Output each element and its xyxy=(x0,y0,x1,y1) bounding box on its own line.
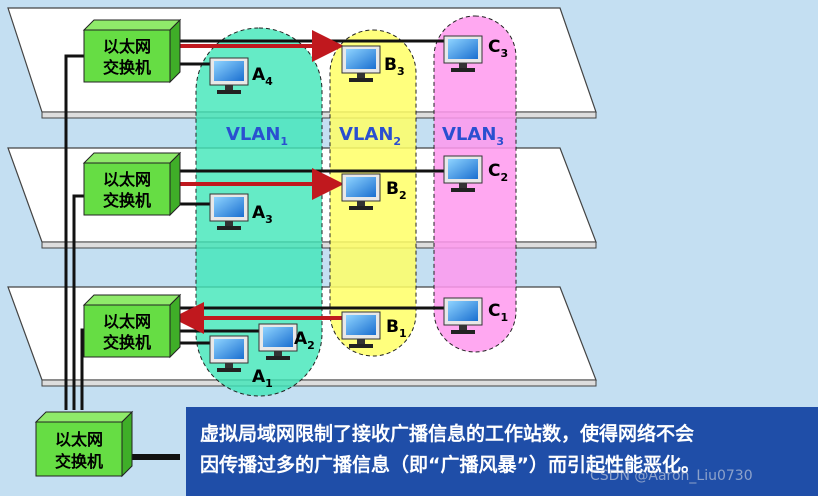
switch-floor2: 以太网 交换机 xyxy=(82,151,182,217)
host-a3: A3 xyxy=(209,193,273,231)
vlan2-label: VLAN2 xyxy=(339,124,401,148)
svg-text:交换机: 交换机 xyxy=(55,452,103,471)
svg-text:B3: B3 xyxy=(384,55,405,78)
host-c2: C2 xyxy=(443,155,508,193)
vlan3-region xyxy=(433,15,517,353)
caption-box: 虚拟局域网限制了接收广播信息的工作站数，使得网络不会 因传播过多的广播信息（即“… xyxy=(186,407,818,496)
svg-text:交换机: 交换机 xyxy=(103,58,151,77)
vlan1-region xyxy=(195,27,323,397)
svg-text:A1: A1 xyxy=(252,367,273,390)
svg-text:以太网: 以太网 xyxy=(103,170,151,189)
host-c3: C3 xyxy=(443,35,508,73)
svg-text:A2: A2 xyxy=(294,329,315,352)
caption-line-2: 因传播过多的广播信息（即“广播风暴”）而引起性能恶化。 xyxy=(200,454,700,476)
host-a4: A4 xyxy=(209,57,273,95)
switch-backbone: 以太网 交换机 xyxy=(34,410,134,478)
vlan3-label: VLAN3 xyxy=(442,124,504,148)
vlan1-label: VLAN1 xyxy=(226,124,288,148)
switch-floor3: 以太网 交换机 xyxy=(82,18,182,84)
svg-text:以太网: 以太网 xyxy=(103,312,151,331)
svg-text:交换机: 交换机 xyxy=(103,333,151,352)
host-b1: B1 xyxy=(341,311,407,349)
host-c1: C1 xyxy=(443,297,508,335)
links xyxy=(64,39,450,460)
svg-text:C2: C2 xyxy=(488,161,508,184)
host-b3: B3 xyxy=(341,45,405,83)
svg-text:C1: C1 xyxy=(488,301,508,324)
switch-floor1: 以太网 交换机 xyxy=(82,293,182,359)
host-b2: B2 xyxy=(341,173,407,211)
host-a2: A2 xyxy=(258,323,315,361)
svg-text:C3: C3 xyxy=(488,37,508,60)
watermark: CSDN @Aaron_Liu0730 xyxy=(590,468,753,484)
svg-text:以太网: 以太网 xyxy=(103,37,151,56)
host-a1: A1 xyxy=(209,335,273,390)
svg-text:B1: B1 xyxy=(386,317,407,340)
svg-text:A4: A4 xyxy=(252,65,273,88)
caption-line-1: 虚拟局域网限制了接收广播信息的工作站数，使得网络不会 xyxy=(200,423,695,445)
svg-text:以太网: 以太网 xyxy=(55,430,103,449)
svg-text:A3: A3 xyxy=(252,203,273,226)
svg-text:B2: B2 xyxy=(386,179,407,202)
svg-text:交换机: 交换机 xyxy=(103,191,151,210)
